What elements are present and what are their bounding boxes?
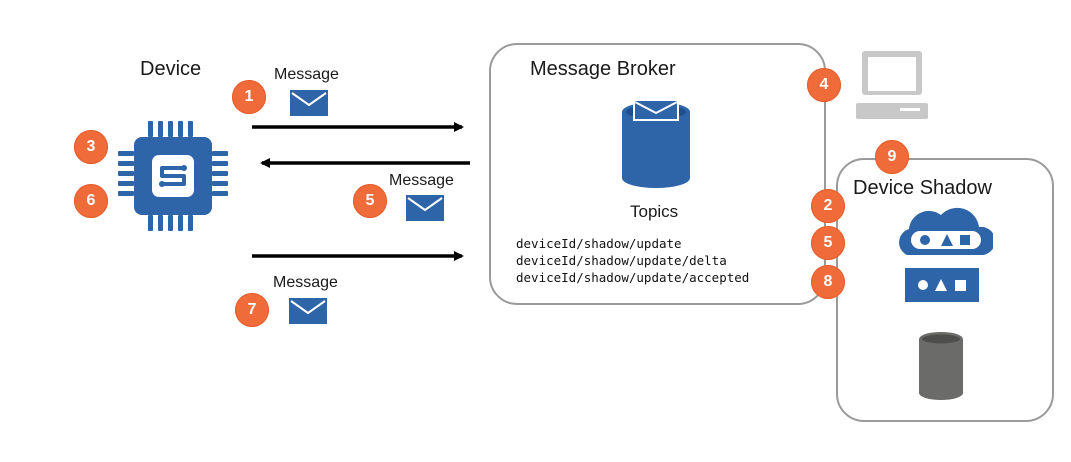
message-label-5: Message [389,172,454,189]
step-badge-9: 9 [875,140,909,174]
step-badge-1: 1 [232,80,266,114]
topic-update-delta: deviceId/shadow/update/delta [516,253,727,268]
message-label-7: Message [273,274,338,291]
step-badge-6: 6 [74,184,108,218]
message-label-1: Message [274,66,339,83]
database-with-envelope-icon [622,99,690,188]
database-icon [919,332,963,400]
laptop-icon [856,51,928,119]
step-badge-7: 7 [235,293,269,327]
cloud-with-shapes-icon [899,207,993,255]
step-badge-3: 3 [74,130,108,164]
shapes-bar-icon [905,268,979,302]
topic-update-accepted: deviceId/shadow/update/accepted [516,270,750,285]
step-badge-5-message: 5 [353,184,387,218]
topic-update: deviceId/shadow/update [516,236,682,251]
topics-label: Topics [630,202,679,221]
message-broker-title: Message Broker [530,58,676,80]
step-badge-2: 2 [811,189,845,223]
step-badge-4: 4 [807,68,841,102]
envelope-icon [290,90,328,116]
device-shadow-title: Device Shadow [853,177,992,199]
microcontroller-chip-icon [118,121,228,231]
device-title: Device [140,58,202,80]
step-badge-5-shadow: 5 [811,226,845,260]
step-badge-8: 8 [811,265,845,299]
envelope-icon [406,195,444,221]
envelope-icon [289,298,327,324]
